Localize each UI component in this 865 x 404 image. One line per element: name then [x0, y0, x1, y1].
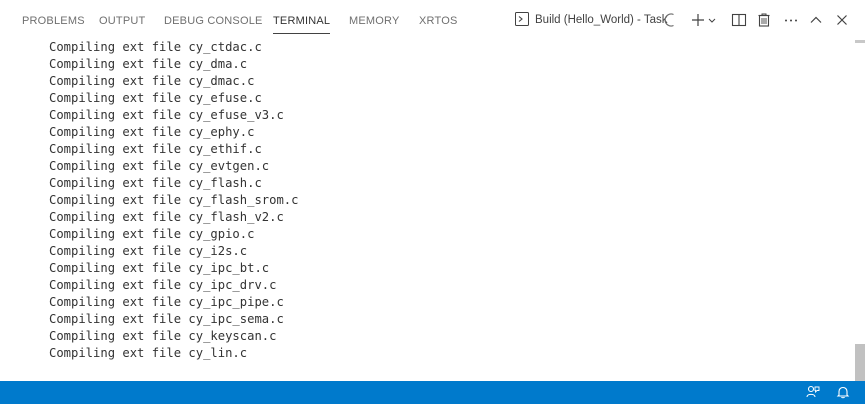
- tab-terminal-label: TERMINAL: [273, 15, 331, 27]
- terminal-line: Compiling ext file cy_ipc_bt.c: [49, 261, 270, 275]
- terminal-icon: [515, 11, 529, 29]
- terminal-line: Compiling ext file cy_evtgen.c: [49, 159, 270, 173]
- trash-icon[interactable]: [756, 12, 772, 28]
- terminal-line: Compiling ext file cy_efuse_v3.c: [49, 108, 284, 122]
- terminal-line: Compiling ext file cy_i2s.c: [49, 244, 248, 258]
- maximize-panel-icon[interactable]: [808, 12, 824, 28]
- scrollbar-overview-mark: [855, 40, 865, 43]
- terminal-line: Compiling ext file cy_flash_srom.c: [49, 193, 299, 207]
- terminal-scrollbar-thumb[interactable]: [855, 344, 865, 381]
- tab-problems[interactable]: PROBLEMS: [22, 0, 85, 40]
- more-actions-icon[interactable]: [783, 12, 799, 28]
- tab-xrtos[interactable]: XRTOS: [419, 0, 458, 40]
- tab-memory-label: MEMORY: [349, 15, 400, 27]
- terminal-line: Compiling ext file cy_ipc_drv.c: [49, 278, 277, 292]
- loading-spinner-icon: [663, 12, 679, 28]
- tab-terminal[interactable]: TERMINAL: [273, 0, 331, 40]
- panel-tab-bar: PROBLEMS OUTPUT DEBUG CONSOLE TERMINAL M…: [0, 0, 865, 40]
- terminal-line: Compiling ext file cy_ctdac.c: [49, 40, 262, 54]
- feedback-icon[interactable]: [806, 385, 820, 399]
- close-panel-icon[interactable]: [834, 12, 850, 28]
- terminal-line: Compiling ext file cy_gpio.c: [49, 227, 255, 241]
- tab-problems-label: PROBLEMS: [22, 15, 85, 27]
- status-bar: [0, 381, 865, 404]
- terminal-line: Compiling ext file cy_keyscan.c: [49, 329, 277, 343]
- tab-xrtos-label: XRTOS: [419, 15, 458, 27]
- terminal-line: Compiling ext file cy_dma.c: [49, 57, 248, 71]
- terminal-line: Compiling ext file cy_efuse.c: [49, 91, 262, 105]
- terminal-line: Compiling ext file cy_ephy.c: [49, 125, 255, 139]
- tab-debug-console[interactable]: DEBUG CONSOLE: [164, 0, 263, 40]
- add-terminal-icon[interactable]: [690, 12, 706, 28]
- terminal-task-selector[interactable]: Build (Hello_World) - Task: [515, 11, 668, 29]
- terminal-line: Compiling ext file cy_flash.c: [49, 176, 262, 190]
- tab-debug-console-label: DEBUG CONSOLE: [164, 15, 263, 27]
- terminal-line: Compiling ext file cy_ethif.c: [49, 142, 262, 156]
- terminal-line: Compiling ext file cy_flash_v2.c: [49, 210, 284, 224]
- terminal-line: Compiling ext file cy_lin.c: [49, 346, 248, 360]
- chevron-down-icon[interactable]: [707, 12, 717, 28]
- terminal-task-label: Build (Hello_World) - Task: [535, 14, 668, 26]
- split-terminal-icon[interactable]: [731, 12, 747, 28]
- tab-output[interactable]: OUTPUT: [99, 0, 145, 40]
- tab-memory[interactable]: MEMORY: [349, 0, 400, 40]
- terminal-scrollbar[interactable]: [855, 40, 865, 381]
- tab-output-label: OUTPUT: [99, 15, 146, 27]
- active-tab-indicator: [273, 33, 331, 34]
- terminal-line: Compiling ext file cy_ipc_sema.c: [49, 312, 284, 326]
- notifications-bell-icon[interactable]: [836, 385, 850, 399]
- terminal-line: Compiling ext file cy_ipc_pipe.c: [49, 295, 284, 309]
- terminal-line: Compiling ext file cy_dmac.c: [49, 74, 255, 88]
